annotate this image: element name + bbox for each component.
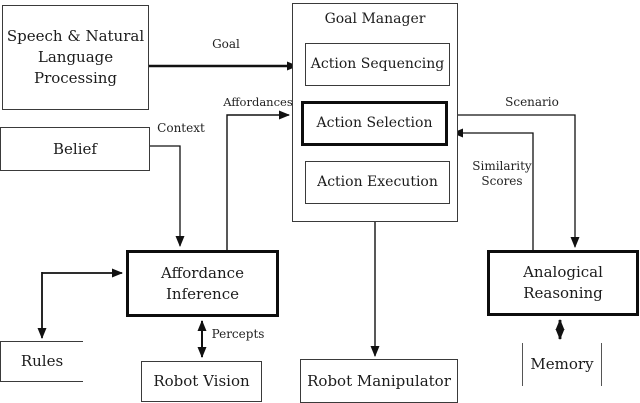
edge-affordances (226, 110, 290, 250)
node-label: Action Selection (316, 115, 433, 131)
node-action-execution: Action Execution (305, 161, 450, 204)
edge-label-percepts: Percepts (211, 327, 265, 341)
node-label: Robot Vision (153, 372, 250, 390)
node-action-sequencing: Action Sequencing (305, 43, 450, 86)
node-memory: Memory (522, 343, 602, 386)
node-label: Action Sequencing (310, 56, 445, 72)
edge-label-affordances: Affordances (223, 95, 293, 109)
edge-similarity-scores (452, 128, 534, 250)
node-label: Analogical (523, 263, 603, 281)
node-belief: Belief (0, 127, 150, 171)
node-label: Language (37, 48, 114, 66)
node-label: Rules (20, 352, 64, 370)
group-title: Goal Manager (324, 11, 426, 27)
edge-label-goal: Goal (212, 37, 240, 51)
node-label: Processing (33, 69, 118, 87)
node-label: Reasoning (523, 284, 603, 302)
edge-label-context: Context (157, 121, 205, 135)
node-label: Memory (530, 355, 594, 373)
edge-label-line: Scores (481, 174, 523, 188)
node-rules: Rules (0, 341, 83, 382)
edge-label-similarity-scores: Similarity Scores (470, 159, 534, 189)
node-label: Belief (53, 139, 97, 158)
node-robot-manipulator: Robot Manipulator (300, 359, 458, 403)
node-label: Action Execution (317, 174, 438, 190)
edge-label-scenario: Scenario (505, 95, 559, 109)
node-analogical-reasoning: Analogical Reasoning (487, 250, 639, 316)
edge-label-line: Similarity (472, 159, 532, 173)
node-label: Robot Manipulator (307, 371, 451, 390)
node-action-selection: Action Selection (301, 101, 448, 146)
node-speech-nlp: Speech & Natural Language Processing (2, 5, 149, 110)
node-robot-vision: Robot Vision (141, 361, 262, 402)
node-label: Inference (165, 284, 239, 303)
edge-context (150, 145, 185, 247)
node-affordance-inference: Affordance Inference (126, 250, 279, 317)
node-label: Speech & Natural (6, 27, 145, 45)
node-label: Affordance (161, 263, 244, 282)
